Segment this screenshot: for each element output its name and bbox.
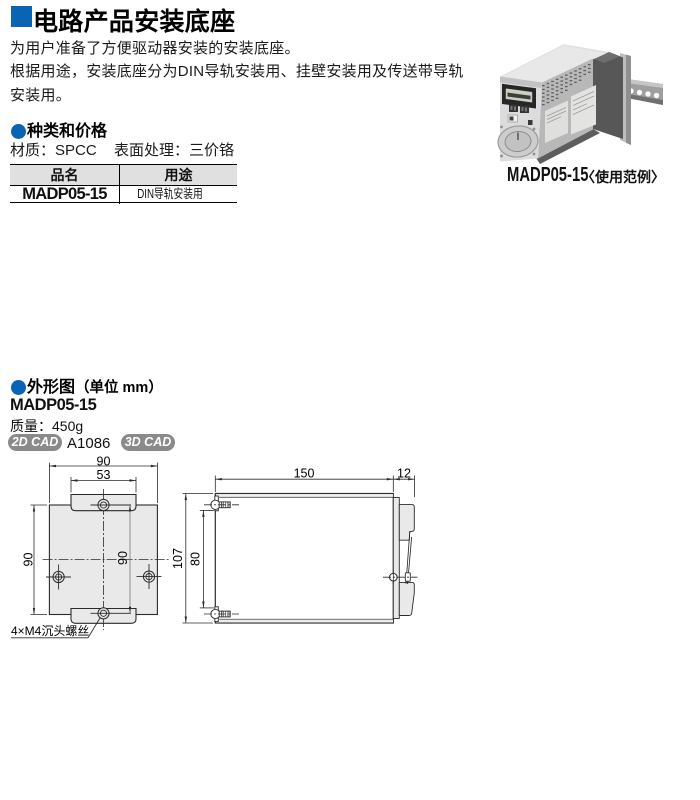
svg-text:150: 150 bbox=[294, 466, 315, 480]
svg-text:53: 53 bbox=[97, 468, 111, 482]
svg-text:90: 90 bbox=[116, 551, 130, 565]
svg-text:12: 12 bbox=[397, 466, 411, 480]
svg-text:90: 90 bbox=[97, 455, 111, 469]
svg-text:80: 80 bbox=[189, 552, 203, 566]
svg-text:4×M4沉头螺丝: 4×M4沉头螺丝 bbox=[11, 624, 89, 638]
svg-text:90: 90 bbox=[22, 553, 36, 567]
svg-text:107: 107 bbox=[171, 548, 185, 569]
